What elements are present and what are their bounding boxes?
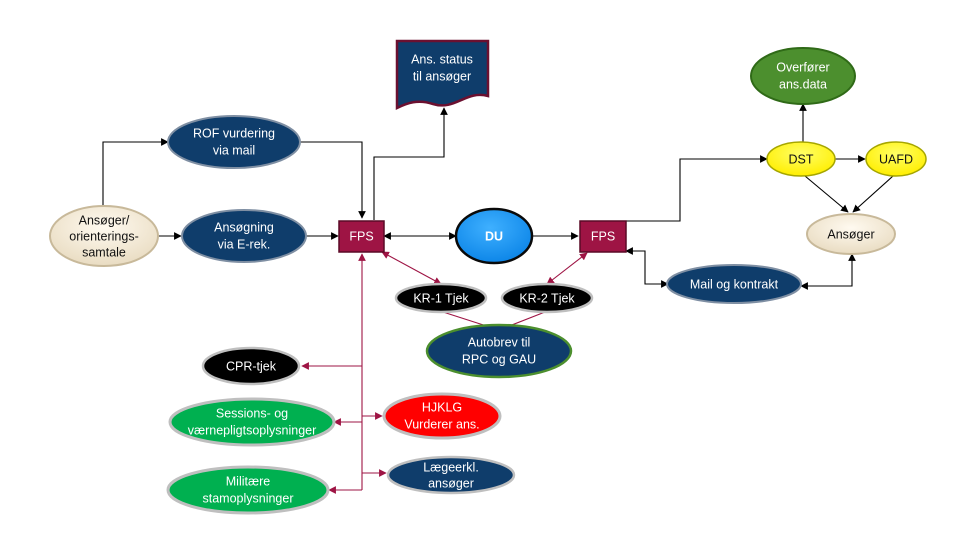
connector-applicant-rof — [102, 138, 169, 208]
black-connectors — [102, 103, 894, 290]
node-sessions-info[interactable]: Sessions- og værnepligtsoplysninger — [168, 397, 336, 447]
node-label-line: samtale — [82, 245, 126, 259]
node-label-line: HJKLG — [422, 400, 462, 414]
node-label-line: RPC og GAU — [462, 352, 536, 366]
node-dst[interactable]: DST — [766, 141, 836, 177]
maroon-connectors — [301, 251, 588, 494]
node-label-line: Vurderer ans. — [404, 417, 479, 431]
node-hjklg[interactable]: HJKLG Vurderer ans. — [382, 392, 502, 440]
connector-fps-kr1 — [381, 251, 442, 285]
node-military-info[interactable]: Militære stamoplysninger — [166, 465, 330, 515]
connector-fps2-dst — [626, 155, 768, 222]
node-label-line: Autobrev til — [468, 335, 531, 349]
node-label-line: DST — [789, 152, 814, 166]
node-status-document[interactable]: Ans. status til ansøger — [395, 39, 490, 111]
node-label-line: via E-rek. — [218, 237, 271, 251]
node-label-line: via mail — [213, 143, 255, 157]
connector-fps2-kr2 — [546, 252, 588, 285]
node-kr2-check[interactable]: KR-2 Tjek — [500, 282, 594, 314]
node-autobrev[interactable]: Autobrev til RPC og GAU — [425, 323, 573, 379]
connector-dst-applicant — [804, 175, 849, 213]
node-label-line: Mail og kontrakt — [690, 277, 779, 291]
node-label-line: Militære — [226, 474, 270, 488]
node-fps-1[interactable]: FPS — [338, 220, 385, 253]
node-label-line: ROF vurdering — [193, 126, 275, 140]
node-fps-2[interactable]: FPS — [579, 220, 627, 253]
node-label-line: værnepligtsoplysninger — [188, 423, 317, 437]
connector-uafd-applicant — [852, 175, 894, 213]
connector-fps-status — [373, 107, 448, 220]
node-applicant-end[interactable]: Ansøger — [806, 213, 896, 255]
node-uafd[interactable]: UAFD — [865, 141, 927, 177]
connector-mail-applicant — [800, 253, 856, 290]
node-label-line: Ansøgning — [214, 220, 274, 234]
node-label-line: orienterings- — [69, 229, 138, 243]
node-label-line: DU — [485, 229, 503, 243]
node-label-line: CPR-tjek — [226, 359, 277, 373]
connector-fps2-mail — [625, 247, 669, 288]
node-cpr-check[interactable]: CPR-tjek — [201, 346, 301, 386]
connector-rof-fps — [300, 141, 366, 219]
node-label-line: Ansøger — [827, 227, 874, 241]
node-label-line: til ansøger — [413, 69, 471, 83]
node-applicant-start[interactable]: Ansøger/ orienterings- samtale — [49, 205, 159, 267]
node-transfer-data[interactable]: Overfører ans.data — [750, 47, 856, 105]
node-label-line: KR-1 Tjek — [413, 291, 469, 305]
node-medical-statement[interactable]: Lægeerkl. ansøger — [386, 455, 516, 495]
node-rof-assessment[interactable]: ROF vurdering via mail — [167, 115, 301, 169]
node-label-line: FPS — [349, 229, 373, 243]
node-label-line: Lægeerkl. — [423, 460, 479, 474]
node-label-line: FPS — [591, 229, 615, 243]
node-label-line: ans.data — [779, 77, 827, 91]
node-label-line: ansøger — [428, 476, 474, 490]
node-label-line: UAFD — [879, 152, 913, 166]
node-label-line: Overfører — [776, 60, 829, 74]
node-label-line: Ansøger/ — [79, 213, 130, 227]
node-label-line: stamoplysninger — [202, 491, 293, 505]
node-label-line: Ans. status — [411, 52, 473, 66]
node-du[interactable]: DU — [454, 207, 534, 265]
node-label-line: KR-2 Tjek — [519, 291, 575, 305]
node-label-line: Sessions- og — [216, 406, 288, 420]
node-application[interactable]: Ansøgning via E-rek. — [181, 209, 307, 263]
node-mail-contract[interactable]: Mail og kontrakt — [666, 264, 802, 304]
node-kr1-check[interactable]: KR-1 Tjek — [394, 282, 488, 314]
